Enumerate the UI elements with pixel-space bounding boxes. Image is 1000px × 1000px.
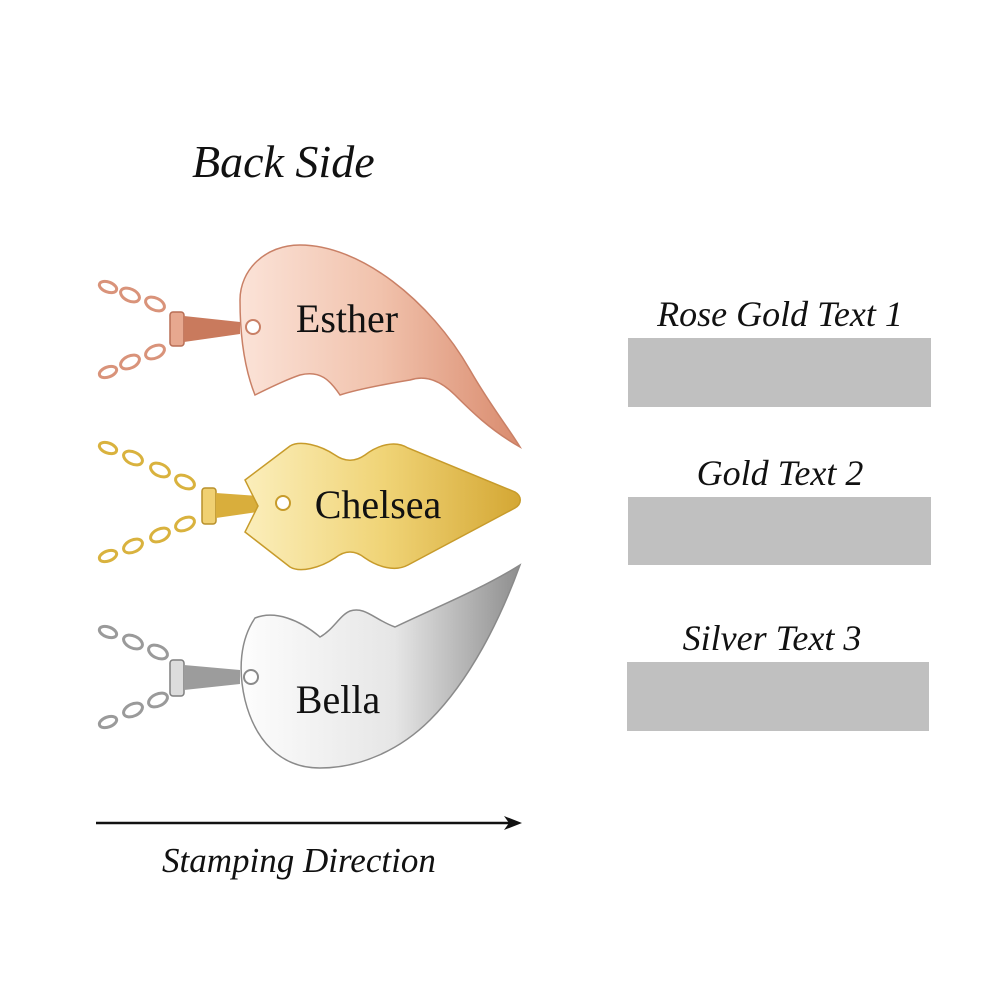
pendant-rose-gold: Esther <box>97 244 523 450</box>
stamping-direction-arrow <box>96 816 522 830</box>
tag-silver <box>240 563 522 769</box>
arrowhead-icon <box>504 816 522 830</box>
chain-silver <box>97 624 169 730</box>
jump-ring-silver <box>243 669 259 685</box>
jump-ring-rose-gold <box>245 319 261 335</box>
stamping-direction-label: Stamping Direction <box>162 841 436 880</box>
pendant-silver: Bella <box>97 563 522 769</box>
page-title: Back Side <box>192 136 375 187</box>
text-field-silver[interactable] <box>627 662 929 731</box>
pendant-gold: Chelsea <box>97 440 521 571</box>
bail-gold <box>201 487 217 525</box>
field-label-silver: Silver Text 3 <box>682 618 862 658</box>
bail-rose-gold <box>169 311 185 347</box>
engraving-bella: Bella <box>296 677 381 722</box>
engraving-chelsea: Chelsea <box>315 482 442 527</box>
tag-rose-gold <box>239 244 523 450</box>
bail-arm-rose-gold <box>184 316 240 342</box>
tag-gold <box>244 442 521 571</box>
chain-gold <box>97 440 196 564</box>
jump-ring-gold <box>275 495 291 511</box>
text-field-rose-gold[interactable] <box>628 338 931 407</box>
field-label-rose-gold: Rose Gold Text 1 <box>657 294 903 334</box>
bail-silver <box>169 659 185 697</box>
bail-arm-silver <box>184 665 240 690</box>
engraving-esther: Esther <box>296 296 398 341</box>
chain-rose-gold <box>97 279 166 380</box>
field-label-gold: Gold Text 2 <box>696 453 864 493</box>
text-field-gold[interactable] <box>628 497 931 565</box>
